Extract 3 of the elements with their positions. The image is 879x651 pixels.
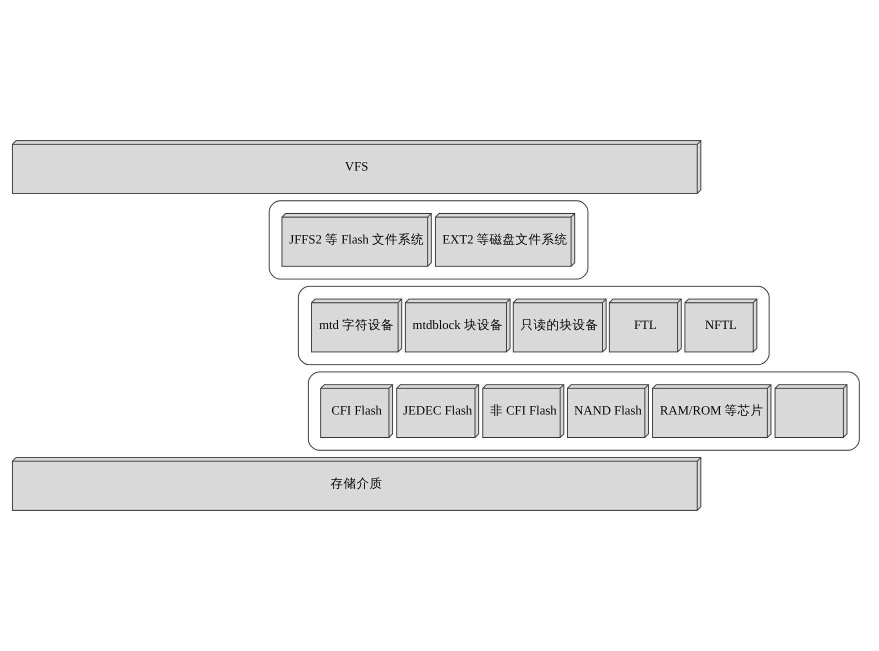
cluster	[268, 200, 588, 280]
cluster	[308, 371, 860, 451]
cluster	[298, 286, 770, 366]
